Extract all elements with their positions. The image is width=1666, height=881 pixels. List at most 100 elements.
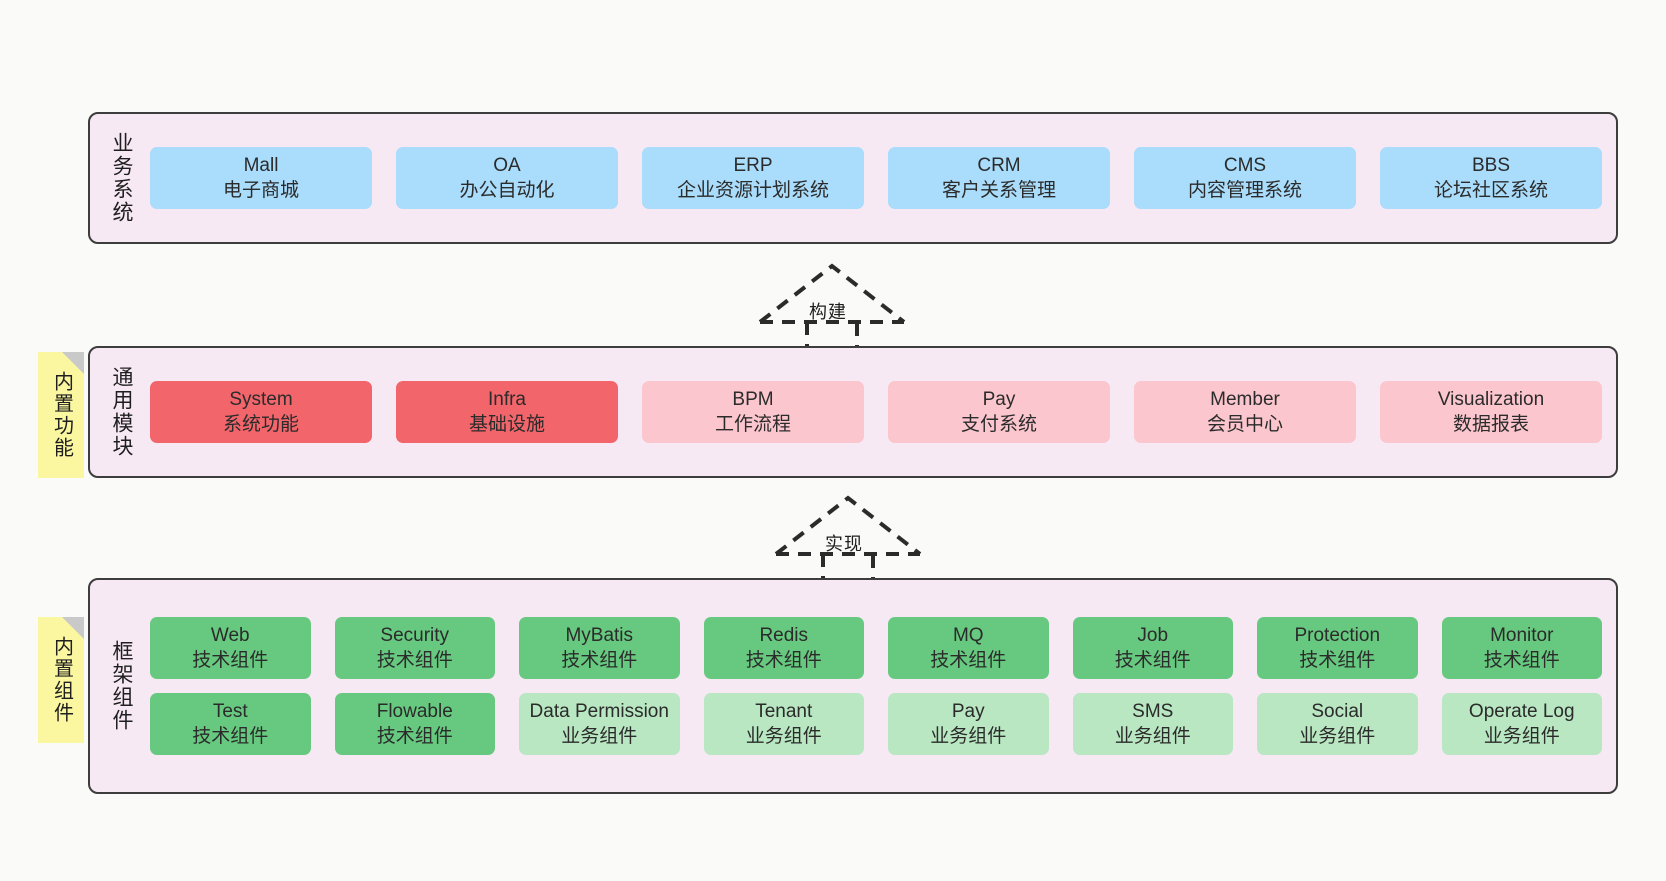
card-title-en: MyBatis	[565, 624, 634, 646]
card-title-en: Tenant	[755, 701, 813, 722]
card-data-permission[interactable]: Data Permission 业务组件	[519, 693, 680, 756]
sticky-note-builtin-function: 内置功能	[38, 352, 84, 478]
card-title-cn: 业务组件	[1299, 726, 1376, 748]
card-protection[interactable]: Protection 技术组件	[1257, 616, 1418, 679]
card-title-en: BBS	[1471, 154, 1511, 176]
card-title-cn: 技术组件	[376, 726, 453, 748]
card-title-cn: 技术组件	[561, 649, 638, 671]
card-title-en: SMS	[1132, 701, 1174, 722]
card-title-en: Social	[1311, 701, 1364, 722]
card-title-en: Web	[210, 624, 250, 646]
layer-label-framework-component: 框架组件	[110, 640, 134, 732]
card-bpm[interactable]: BPM 工作流程	[642, 380, 864, 444]
card-title-en: Job	[1137, 624, 1169, 646]
card-title-cn: 技术组件	[192, 726, 269, 748]
card-title-cn: 系统功能	[222, 414, 299, 435]
layer-body-common-module: System 系统功能 Infra 基础设施 BPM 工作流程 Pay 支付系统…	[142, 358, 1602, 466]
card-mall[interactable]: Mall 电子商城	[150, 146, 372, 210]
connector-implement-label: 实现	[825, 534, 863, 554]
card-security[interactable]: Security 技术组件	[334, 616, 495, 679]
card-crm[interactable]: CRM 客户关系管理	[888, 146, 1110, 210]
layer-framework-component: 框架组件 Web 技术组件 Security 技术组件 MyBatis 技术组件…	[88, 578, 1618, 794]
card-title-en: Security	[380, 624, 450, 646]
card-title-cn: 技术组件	[1483, 649, 1560, 671]
card-title-cn: 工作流程	[714, 414, 791, 435]
card-title-en: Monitor	[1490, 624, 1554, 646]
card-title-cn: 数据报表	[1452, 414, 1529, 435]
card-row: Mall 电子商城 OA 办公自动化 ERP 企业资源计划系统 CRM 客户关系…	[150, 146, 1602, 210]
card-title-en: CMS	[1223, 154, 1267, 176]
card-row: Web 技术组件 Security 技术组件 MyBatis 技术组件 Redi…	[150, 616, 1602, 679]
card-title-cn: 会员中心	[1206, 414, 1283, 435]
card-title-cn: 电子商城	[222, 180, 299, 201]
card-title-cn: 基础设施	[468, 414, 545, 435]
card-title-cn: 技术组件	[192, 649, 269, 671]
card-title-cn: 业务组件	[1483, 726, 1560, 748]
card-title-en: Pay	[982, 388, 1016, 410]
card-title-en: ERP	[733, 154, 773, 176]
card-title-cn: 办公自动化	[459, 180, 555, 201]
card-member[interactable]: Member 会员中心	[1134, 380, 1356, 444]
card-row: System 系统功能 Infra 基础设施 BPM 工作流程 Pay 支付系统…	[150, 380, 1602, 444]
card-redis[interactable]: Redis 技术组件	[703, 616, 864, 679]
card-title-cn: 支付系统	[960, 414, 1037, 435]
card-sms[interactable]: SMS 业务组件	[1072, 693, 1233, 756]
card-title-cn: 技术组件	[1299, 649, 1376, 671]
card-title-cn: 技术组件	[376, 649, 453, 671]
layer-common-module: 通用模块 System 系统功能 Infra 基础设施 BPM 工作流程 Pay…	[88, 346, 1618, 478]
layer-body-framework-component: Web 技术组件 Security 技术组件 MyBatis 技术组件 Redi…	[142, 590, 1602, 782]
card-monitor[interactable]: Monitor 技术组件	[1441, 616, 1602, 679]
card-mybatis[interactable]: MyBatis 技术组件	[519, 616, 680, 679]
card-operate-log[interactable]: Operate Log 业务组件	[1441, 693, 1602, 756]
card-title-cn: 技术组件	[745, 649, 822, 671]
card-social[interactable]: Social 业务组件	[1257, 693, 1418, 756]
card-title-en: Protection	[1294, 624, 1381, 646]
card-title-en: BPM	[732, 388, 774, 410]
card-tenant[interactable]: Tenant 业务组件	[703, 693, 864, 756]
sticky-note-builtin-component: 内置组件	[38, 617, 84, 743]
card-title-en: CRM	[977, 154, 1021, 176]
card-title-en: Visualization	[1437, 388, 1545, 410]
card-infra[interactable]: Infra 基础设施	[396, 380, 618, 444]
card-system[interactable]: System 系统功能	[150, 380, 372, 444]
card-title-cn: 技术组件	[930, 649, 1007, 671]
card-title-cn: 技术组件	[1114, 649, 1191, 671]
card-oa[interactable]: OA 办公自动化	[396, 146, 618, 210]
card-title-en: Test	[212, 701, 248, 722]
card-title-en: Member	[1210, 388, 1280, 410]
card-title-en: Infra	[487, 388, 527, 410]
card-title-cn: 业务组件	[561, 726, 638, 748]
card-job[interactable]: Job 技术组件	[1072, 616, 1233, 679]
card-title-en: System	[229, 388, 293, 410]
card-title-en: Operate Log	[1468, 701, 1575, 722]
card-title-en: Redis	[759, 624, 809, 646]
card-title-en: MQ	[952, 624, 984, 646]
card-pay[interactable]: Pay 支付系统	[888, 380, 1110, 444]
card-title-cn: 内容管理系统	[1187, 180, 1302, 201]
connector-build-label: 构建	[809, 302, 847, 322]
card-title-cn: 业务组件	[930, 726, 1007, 748]
card-title-cn: 业务组件	[745, 726, 822, 748]
layer-business-system: 业务系统 Mall 电子商城 OA 办公自动化 ERP 企业资源计划系统 CRM…	[88, 112, 1618, 244]
card-title-cn: 业务组件	[1114, 726, 1191, 748]
card-bbs[interactable]: BBS 论坛社区系统	[1380, 146, 1602, 210]
card-cms[interactable]: CMS 内容管理系统	[1134, 146, 1356, 210]
card-title-en: Mall	[243, 154, 279, 176]
card-flowable[interactable]: Flowable 技术组件	[334, 693, 495, 756]
card-row: Test 技术组件 Flowable 技术组件 Data Permission …	[150, 693, 1602, 756]
card-title-en: OA	[493, 154, 521, 176]
card-erp[interactable]: ERP 企业资源计划系统	[642, 146, 864, 210]
card-pay-component[interactable]: Pay 业务组件	[888, 693, 1049, 756]
card-test[interactable]: Test 技术组件	[150, 693, 311, 756]
card-title-en: Data Permission	[529, 701, 669, 722]
card-visualization[interactable]: Visualization 数据报表	[1380, 380, 1602, 444]
card-title-cn: 企业资源计划系统	[676, 180, 829, 201]
card-mq[interactable]: MQ 技术组件	[888, 616, 1049, 679]
card-title-cn: 客户关系管理	[941, 180, 1056, 201]
layer-label-common-module: 通用模块	[110, 366, 134, 458]
layer-body-business-system: Mall 电子商城 OA 办公自动化 ERP 企业资源计划系统 CRM 客户关系…	[142, 124, 1602, 232]
card-web[interactable]: Web 技术组件	[150, 616, 311, 679]
card-title-en: Pay	[951, 701, 985, 722]
card-title-cn: 论坛社区系统	[1433, 180, 1548, 201]
